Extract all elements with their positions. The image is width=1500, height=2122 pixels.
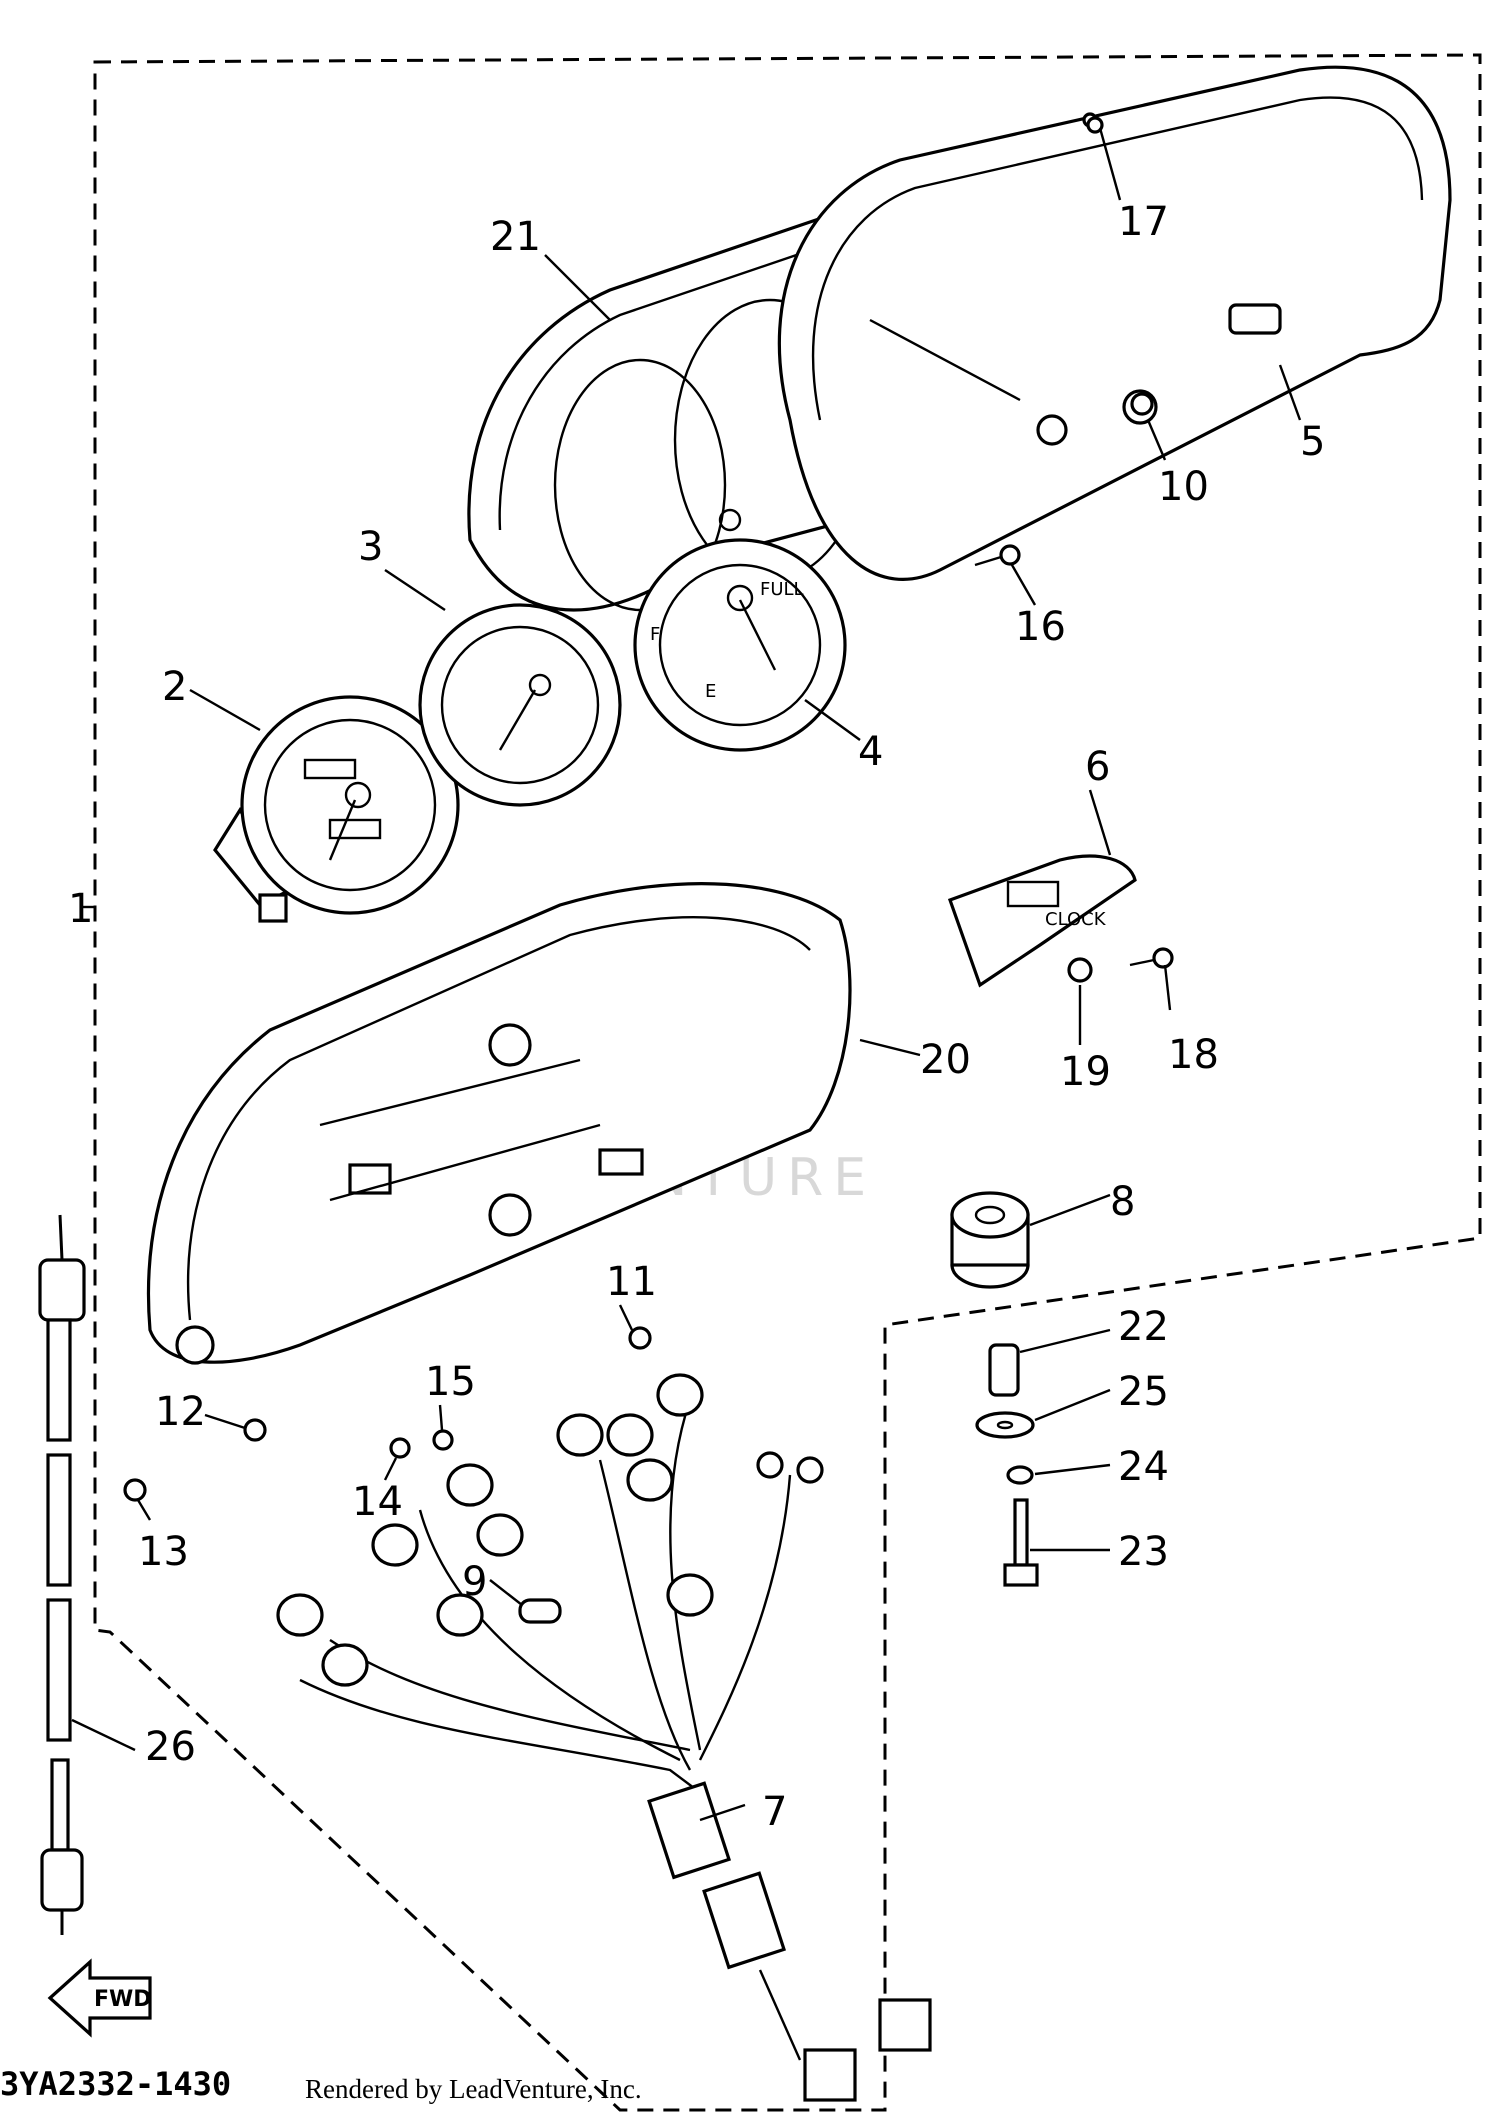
part-14-screw — [389, 1437, 411, 1459]
callout-6: 6 — [1085, 744, 1110, 790]
part-3-tachometer — [418, 603, 622, 807]
callout-labels: 1 2 3 4 5 6 7 8 9 10 11 12 13 14 15 16 1… — [68, 199, 1325, 1835]
part-15-clip — [432, 1429, 454, 1451]
part-26-speedometer-cable — [38, 1214, 86, 1935]
callout-15: 15 — [425, 1359, 476, 1405]
part-5-cover — [777, 65, 1452, 581]
fwd-text: FWD — [94, 1987, 152, 2012]
callout-21: 21 — [490, 214, 541, 260]
part-2-speedometer — [213, 695, 460, 923]
callout-7: 7 — [762, 1789, 787, 1835]
callout-2: 2 — [162, 664, 187, 710]
part-22-collar — [988, 1343, 1020, 1397]
rendered-by-text: Rendered by LeadVenture, Inc. — [305, 2074, 642, 2104]
part-23-bolt — [1003, 1498, 1039, 1587]
callout-20: 20 — [920, 1037, 971, 1083]
callout-5: 5 — [1300, 419, 1325, 465]
callout-24: 24 — [1118, 1444, 1169, 1490]
part-19-nut — [1067, 957, 1093, 983]
part-6-clock: CLOCK — [947, 854, 1137, 988]
leader-lines — [71, 127, 1302, 1822]
callout-11: 11 — [606, 1259, 657, 1305]
part-code: 3YA2332-1430 — [0, 2065, 231, 2103]
part-4-fuel-gauge: FULL F E — [633, 538, 847, 752]
callout-9: 9 — [462, 1559, 487, 1605]
callout-16: 16 — [1015, 604, 1066, 650]
part-17-screw — [1086, 116, 1104, 134]
gauge-f-text: F — [650, 624, 660, 645]
callout-25: 25 — [1118, 1369, 1169, 1415]
callout-17: 17 — [1118, 199, 1169, 245]
part-16-screw — [974, 544, 1021, 567]
clock-text: CLOCK — [1045, 909, 1107, 930]
part-18-screw — [1129, 947, 1174, 969]
callout-1: 1 — [68, 886, 93, 932]
part-7-wire-harness — [276, 1373, 932, 2102]
callout-26: 26 — [145, 1724, 196, 1770]
callout-4: 4 — [858, 729, 883, 775]
callout-10: 10 — [1158, 464, 1209, 510]
callout-12: 12 — [155, 1389, 206, 1435]
gauge-e-text: E — [705, 681, 716, 702]
part-25-washer — [975, 1411, 1035, 1439]
gauge-full-text: FULL — [760, 579, 804, 600]
callout-3: 3 — [358, 524, 383, 570]
callout-19: 19 — [1060, 1049, 1111, 1095]
part-24-washer — [1006, 1465, 1034, 1485]
callout-18: 18 — [1168, 1032, 1219, 1078]
part-9-bulb — [518, 1598, 562, 1624]
part-8-grommet — [950, 1191, 1030, 1289]
part-12-screw — [243, 1418, 267, 1442]
part-10-knob — [1130, 392, 1154, 416]
callout-8: 8 — [1110, 1179, 1135, 1225]
callout-22: 22 — [1118, 1304, 1169, 1350]
part-11-screw — [628, 1326, 652, 1350]
fwd-arrow: FWD — [47, 1958, 152, 2038]
callout-14: 14 — [352, 1479, 403, 1525]
part-13-screw — [123, 1478, 147, 1502]
assembly-boundary — [93, 53, 1482, 2112]
part-20-housing — [146, 882, 852, 1365]
callout-13: 13 — [138, 1529, 189, 1575]
callout-23: 23 — [1118, 1529, 1169, 1575]
